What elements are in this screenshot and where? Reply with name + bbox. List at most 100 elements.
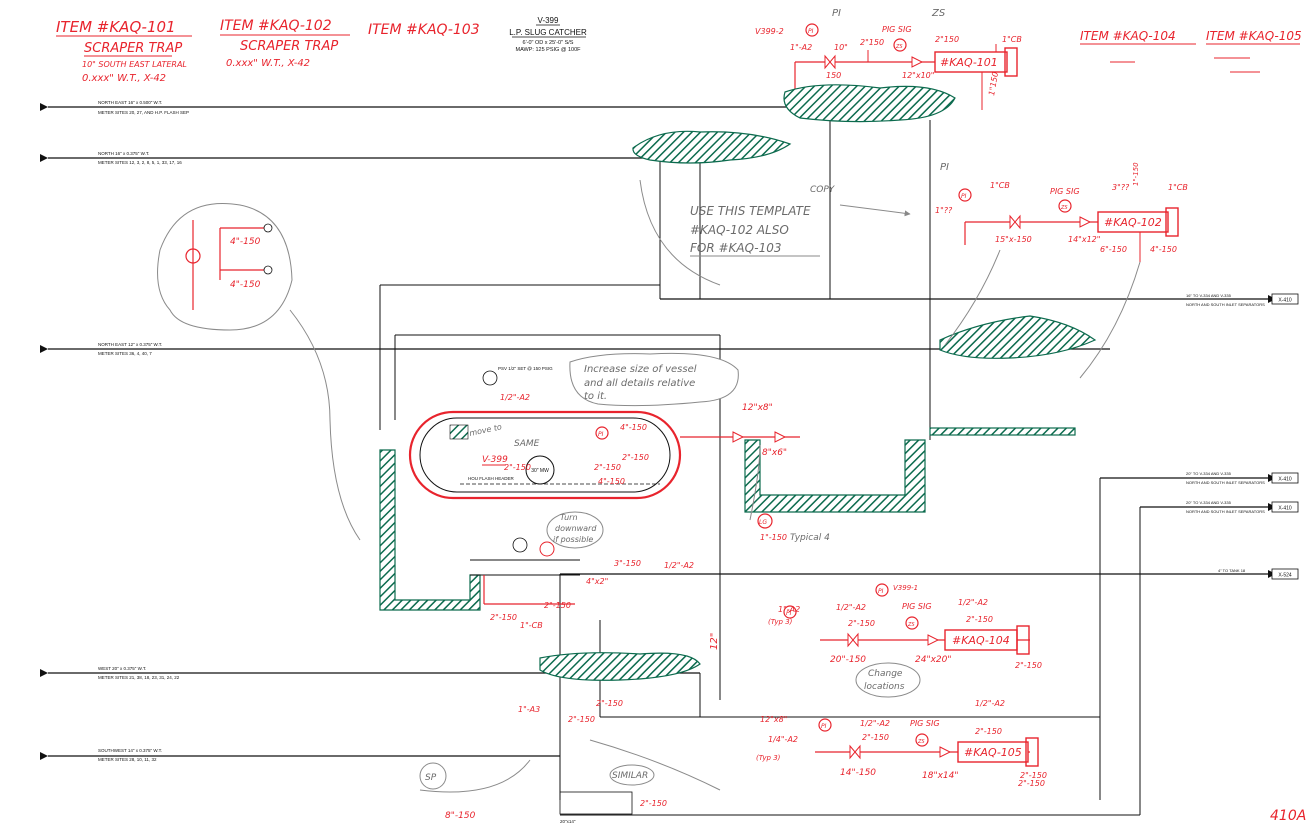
kaq105-a2: 1/2"-A2: [860, 719, 890, 728]
vessel-center-label: 30" MW: [531, 468, 549, 474]
kaq105-tag: #KAQ-105: [964, 746, 1022, 759]
vessel-size-f: 3"-150: [614, 559, 641, 568]
kaq104-reducer: 24"x20": [915, 655, 952, 665]
bottom-size-3: 8"-150: [445, 811, 476, 821]
pipeline-5-name: SOUTHWEST 14" x 0.375" W.T.: [98, 748, 162, 753]
kaq102-valve: 15"x-150: [995, 235, 1032, 244]
note-turn-1: Turn: [560, 513, 578, 522]
outlet-1-sub: NORTH AND SOUTH INLET SEPARATORS: [1186, 302, 1265, 307]
trap-kaq-102: PI PI 1"?? 1"CB 15"x-150 ZS PIG SIG 14"x…: [935, 162, 1188, 262]
kaq101-pi-bubble: PI: [808, 28, 814, 35]
kaq105-reducer: 18"x14": [922, 771, 959, 781]
outlet-2-label: 20" TO V-334 AND V-335: [1186, 471, 1232, 476]
item-code-kaq-103: ITEM #KAQ-103: [368, 22, 480, 38]
kaq101-size: 10": [834, 43, 848, 52]
note-increase: Increase size of vessel and all details …: [569, 352, 739, 407]
item-code-kaq-105: ITEM #KAQ-105: [1206, 29, 1302, 43]
item-desc-kaq-101: SCRAPER TRAP: [84, 41, 182, 56]
kaq105-red2: 12"x8": [760, 715, 787, 724]
vessel-heater: HOU FLASH HEADER: [468, 476, 515, 481]
pipeline-1-name: NORTH EAST 16" x 0.500" W.T.: [98, 100, 162, 105]
title-name: L.P. SLUG CATCHER: [509, 28, 587, 37]
header-item-kaq-101: ITEM #KAQ-101 SCRAPER TRAP 10" SOUTH EAS…: [56, 18, 192, 84]
bottom-sp: SP: [425, 773, 437, 783]
outlet-2-sub: NORTH AND SOUTH INLET SEPARATORS: [1186, 480, 1265, 485]
kaq101-tag: #KAQ-101: [940, 56, 998, 69]
kaq102-reducer: 14"x12": [1068, 235, 1100, 244]
kaq101-reducer: 12"x10": [902, 71, 934, 80]
item-line2-kaq-101: 0.xxx" W.T., X-42: [82, 73, 166, 84]
left-cluster: 4"-150 4"-150: [157, 203, 293, 331]
kaq104-pi-bubble2: PI: [878, 588, 884, 595]
vessel-size-i: 2"-150: [490, 613, 517, 622]
kaq105-a2b: 1/4"-A2: [768, 735, 798, 744]
kaq101-pi-label: PI: [832, 8, 841, 19]
pencil-leaders: [289, 179, 1141, 793]
pipeline-2-sub: METER SITES 12, 3, 2, 8, 5, 1, 33, 17, 1…: [98, 160, 182, 165]
vessel-v399: 30" MW HOU FLASH HEADER V-399 SAME move …: [408, 366, 830, 630]
outlet-4: X-524 4" TO TANK 18: [560, 568, 1299, 580]
kaq105-pig-sig: PIG SIG: [910, 719, 940, 728]
left-cluster-size-2: 4"-150: [230, 280, 261, 290]
kaq101-zs-label: ZS: [931, 8, 946, 19]
kaq104-a2a: 1"-A2: [778, 605, 800, 614]
vessel-size-a: 2"-150: [504, 463, 531, 472]
kaq101-zs-bubble: ZS: [895, 44, 903, 50]
bottom-reducer: 20"x14": [560, 819, 576, 824]
item-line1-kaq-102: 0.xxx" W.T., X-42: [226, 58, 310, 69]
template-note: USE THIS TEMPLATE #KAQ-102 ALSO FOR #KAQ…: [690, 185, 911, 257]
kaq104-tag: #KAQ-104: [952, 634, 1010, 647]
kaq101-rating: 150: [826, 71, 841, 80]
kaq102-cb1: 1"CB: [990, 181, 1010, 190]
item-desc-kaq-102: SCRAPER TRAP: [240, 39, 338, 54]
kaq105-bot: 2"-150: [1020, 771, 1047, 780]
vessel-lg: LG: [759, 519, 767, 526]
pipeline-4-sub: METER SITES 21, 38, 18, 23, 31, 24, 22: [98, 675, 180, 680]
note-increase-2: and all details relative: [584, 378, 695, 389]
kaq101-pipe2: 2"150: [935, 35, 959, 44]
note-template-1: USE THIS TEMPLATE: [690, 204, 811, 218]
note-template-3: FOR #KAQ-103: [690, 241, 782, 255]
kaq102-bot1: 6"-150: [1100, 245, 1127, 254]
note-change-2: locations: [864, 682, 905, 692]
bottom-a3: 1"-A3: [518, 705, 540, 714]
kaq102-cb2: 1"CB: [1168, 183, 1188, 192]
pipeline-1-sub: METER SITES 20, 27, AND H.P. FLASH SEP: [98, 110, 189, 115]
item-code-kaq-104: ITEM #KAQ-104: [1080, 29, 1176, 43]
note-change-1: Change: [868, 669, 903, 679]
kaq104-a2c: 1/2"-A2: [958, 598, 988, 607]
bottom-size-1: 2"-150: [568, 715, 595, 724]
vessel-same: SAME: [514, 439, 540, 449]
header-item-kaq-102: ITEM #KAQ-102 SCRAPER TRAP 0.xxx" W.T., …: [220, 18, 350, 69]
vessel-psv: PSV 1/2" SET @ 150 PSIG: [498, 366, 553, 371]
pipeline-3-name: NORTH EAST 12" x 0.375" W.T.: [98, 342, 162, 347]
vessel-size-k: 2"-150: [544, 601, 571, 610]
kaq102-pi-label: PI: [940, 162, 949, 173]
header-right-items: ITEM #KAQ-104 ITEM #KAQ-105: [1080, 29, 1302, 73]
vessel-size-b: 2"-150: [594, 463, 621, 472]
bottom-cluster: SP SIMILAR 1"-A3 2"-150 2"-150 8"-150 2"…: [419, 699, 667, 824]
pipeline-1: NORTH EAST 16" x 0.500" W.T. METER SITES…: [40, 100, 800, 115]
kaq104-a2b: 1/2"-A2: [836, 603, 866, 612]
kaq101-pig-sig: PIG SIG: [882, 25, 912, 34]
vessel-title-block: V-399 L.P. SLUG CATCHER 6'-0" OD x 25'-0…: [509, 16, 587, 53]
outlet-1-tag: X-410: [1278, 298, 1292, 304]
outlet-1: X-410 16" TO V-334 AND V-335 NORTH AND S…: [660, 293, 1299, 307]
pipeline-3-sub: METER SITES 36, 4, 40, 7: [98, 351, 152, 356]
title-spec2: MAWP: 125 PSIG @ 100F: [516, 47, 582, 53]
kaq101-vent: 1"150: [987, 71, 1000, 96]
kaq102-q2: 1"??: [935, 206, 953, 215]
kaq105-typ: (Typ 3): [756, 754, 781, 762]
kaq105-pi-bubble: PI: [821, 723, 827, 730]
pipeline-5-sub: METER SITES 28, 10, 11, 32: [98, 757, 157, 762]
bottom-similar: SIMILAR: [612, 771, 648, 781]
left-cluster-size-1: 4"-150: [230, 237, 261, 247]
vessel-size-g: 1/2"-A2: [664, 561, 694, 570]
kaq104-pig-sig: PIG SIG: [902, 602, 932, 611]
pipeline-5: SOUTHWEST 14" x 0.375" W.T. METER SITES …: [40, 748, 560, 762]
note-turn-2: downward: [555, 524, 597, 533]
kaq105-valve: 14"-150: [840, 768, 876, 778]
kaq101-pipe: 2"150: [860, 38, 884, 47]
vessel-lg-size: 1"-150: [760, 533, 787, 542]
